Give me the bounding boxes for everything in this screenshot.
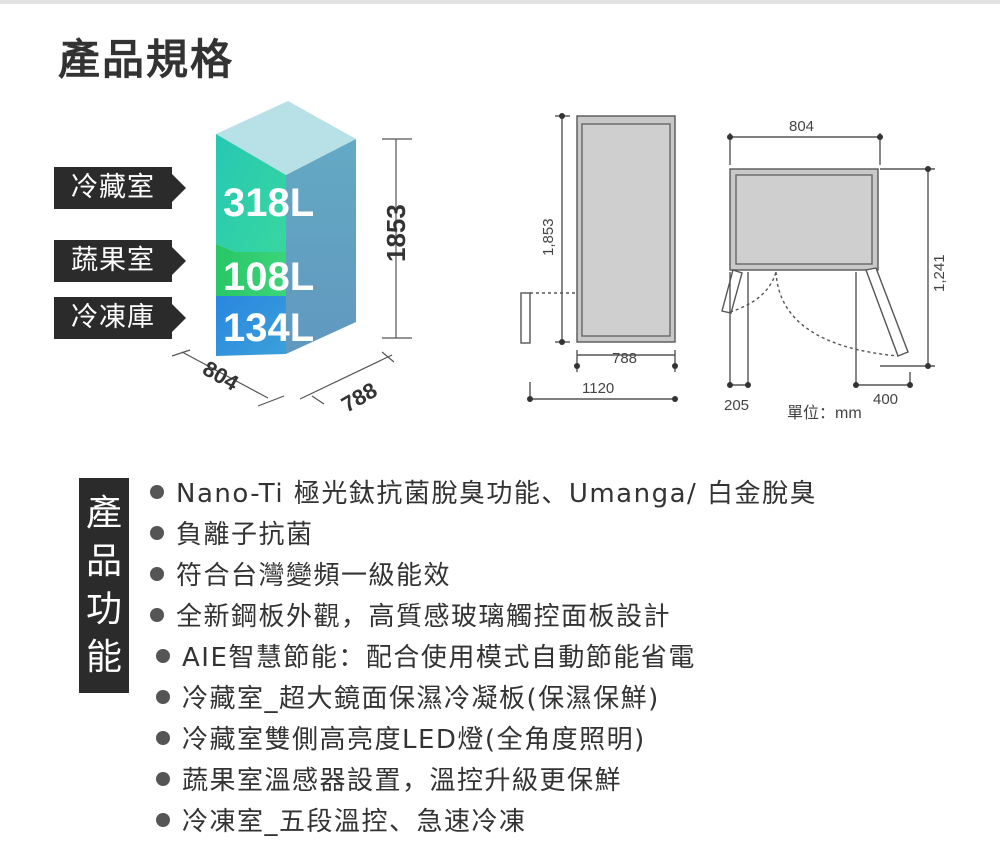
- feature-item: 冷藏室_超大鏡面保濕冷凝板(保濕保鮮): [182, 684, 660, 714]
- cube-front-fridge: [216, 134, 286, 272]
- cube-side-face: [286, 139, 356, 354]
- function-heading-char: 功: [85, 589, 122, 630]
- feature-item: AIE智慧節能：配合使用模式自動節能省電: [182, 643, 696, 673]
- top-door-left-label: 205: [724, 397, 749, 414]
- depth-label: 788: [337, 377, 381, 417]
- bullet-icon: [156, 731, 170, 745]
- page-title: 產品規格: [58, 35, 235, 84]
- height-dimension: [382, 138, 412, 339]
- width-label: 804: [199, 356, 244, 396]
- bullet-icon: [150, 526, 164, 540]
- function-heading-char: 產: [85, 493, 122, 534]
- tag-vegetable: 蔬果室: [54, 240, 186, 282]
- width-dimension: [171, 349, 285, 407]
- bullet-icon: [156, 690, 170, 704]
- feature-item: 負離子抗菌: [176, 520, 314, 550]
- bullet-icon: [156, 813, 170, 827]
- bullet-icon: [150, 485, 164, 499]
- side-height-label: 1,853: [540, 218, 557, 256]
- bullet-icon: [150, 567, 164, 581]
- cube-front-freezer-fill: [216, 296, 286, 354]
- function-heading: 產 品 功 能: [79, 478, 129, 693]
- feature-item: 蔬果室溫感器設置，溫控升級更保鮮: [182, 766, 623, 796]
- side-depth-label: 788: [612, 350, 637, 367]
- cube-front-vegetable-fill: [216, 252, 286, 298]
- height-label: 1853: [381, 204, 411, 262]
- bullet-icon: [156, 649, 170, 663]
- volume-freezer: 134L: [223, 306, 315, 350]
- cube-top-face: [216, 101, 356, 175]
- bullet-icon: [156, 772, 170, 786]
- bullet-icon: [150, 608, 164, 622]
- feature-item: 符合台灣變頻一級能效: [176, 561, 452, 591]
- feature-item: 全新鋼板外觀，高質感玻璃觸控面板設計: [176, 602, 672, 632]
- top-view-drawing: [721, 133, 935, 386]
- fridge-cube-illustration: 1853 804 788 1,853 788 1120: [171, 101, 948, 422]
- unit-label: 單位：mm: [787, 404, 862, 422]
- feature-item: 冷藏室雙側高亮度LED燈(全角度照明): [182, 725, 646, 755]
- tag-freezer: 冷凍庫: [54, 297, 186, 339]
- function-heading-char: 品: [85, 541, 122, 582]
- feature-item: Nano-Ti 極光鈦抗菌脫臭功能、Umanga/ 白金脫臭: [176, 479, 818, 509]
- volume-vegetable: 108L: [223, 255, 315, 299]
- volume-fridge: 318L: [223, 181, 315, 225]
- side-view-drawing: [520, 115, 676, 402]
- tag-fridge: 冷藏室: [54, 167, 186, 209]
- feature-item: 冷凍室_五段溫控、急速冷凍: [182, 807, 527, 837]
- side-open-depth-label: 1120: [582, 380, 614, 397]
- function-heading-char: 能: [85, 637, 122, 678]
- top-width-label: 804: [789, 118, 814, 135]
- top-door-right-label: 400: [873, 391, 898, 408]
- top-depth-label: 1,241: [931, 254, 948, 292]
- depth-dimension: [299, 351, 395, 405]
- top-rule: [0, 0, 1000, 4]
